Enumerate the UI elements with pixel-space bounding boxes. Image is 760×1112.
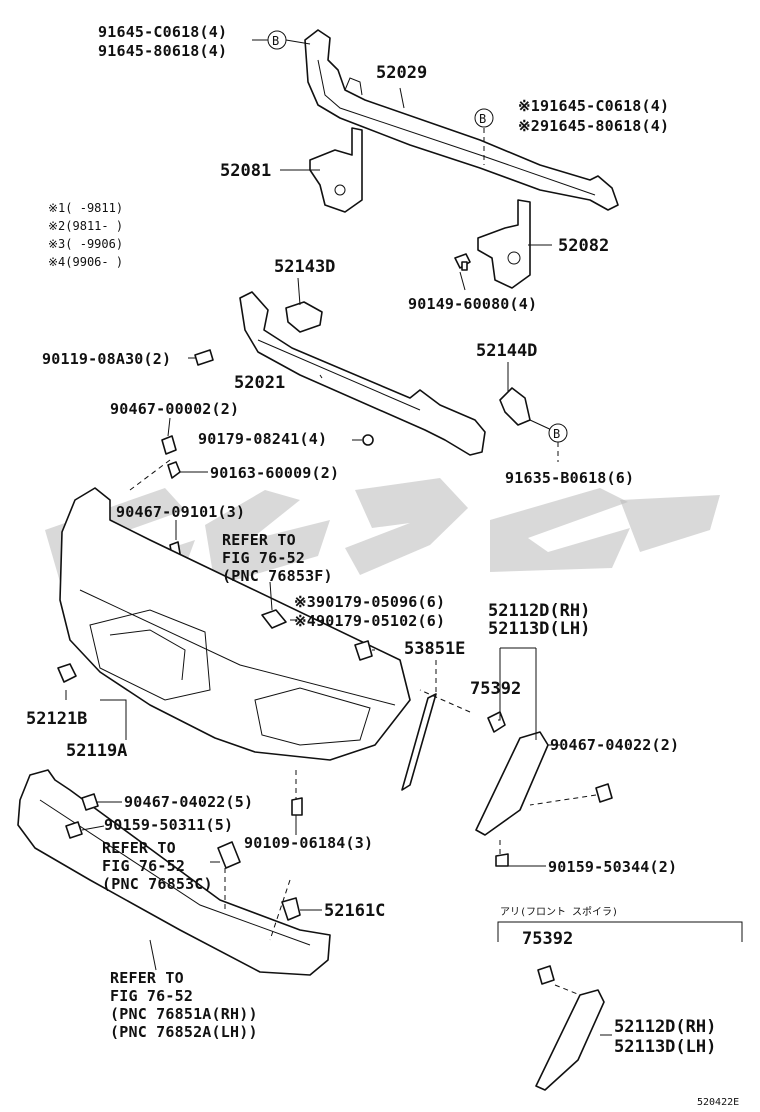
label-52113d-lh-top: 52113D(LH)	[488, 619, 590, 639]
label-refer1-a: REFER TO	[222, 531, 296, 549]
clip-52161c	[281, 897, 301, 921]
label-90467-00002: 90467-00002(2)	[110, 400, 239, 418]
label-refer2-a: REFER TO	[102, 839, 176, 857]
label-90119-08a30: 90119-08A30(2)	[42, 350, 171, 368]
bracket-52143d	[285, 301, 323, 333]
note-2: ※2(9811- )	[48, 219, 123, 233]
seal-53851e	[401, 693, 437, 791]
label-52121b: 52121B	[26, 709, 87, 729]
bolt-75392-bottom	[537, 965, 555, 985]
label-90467-09101: 90467-09101(3)	[116, 503, 245, 521]
label-90467-04022-left: 90467-04022(5)	[124, 793, 253, 811]
bracket-52082	[477, 199, 531, 289]
clip-90467-04022-left	[81, 793, 99, 811]
support-52029	[304, 29, 619, 211]
label-90159-50344: 90159-50344(2)	[548, 858, 677, 876]
bolt-90119	[194, 349, 214, 366]
spoiler-option-box	[497, 921, 743, 942]
label-refer3-c: (PNC 76851A(RH))	[110, 1005, 258, 1023]
label-53851e: 53851E	[404, 639, 465, 659]
trim-52112d-top	[475, 731, 549, 836]
marker-b-right-text: B	[553, 427, 560, 441]
clip-90467-04022-right	[595, 783, 613, 803]
label-refer3-a: REFER TO	[110, 969, 184, 987]
trim-52112d-bottom	[535, 989, 605, 1091]
bolt-90109-06184	[291, 797, 303, 816]
label-90179-08241: 90179-08241(4)	[198, 430, 327, 448]
clip-76853f	[261, 609, 287, 629]
screw-90159-50311	[65, 821, 83, 839]
bolt-75392-top	[487, 711, 506, 733]
clip-90467-00002	[161, 435, 177, 455]
label-m1-91645-c0618: ※191645-C0618(4)	[518, 97, 669, 115]
label-52112d-rh-bottom: 52112D(RH)	[614, 1017, 716, 1037]
bracket-52144d	[499, 387, 531, 426]
marker-b-mid-text: B	[479, 112, 486, 126]
label-52082: 52082	[558, 236, 609, 256]
nut-90179-05096	[354, 640, 373, 661]
part-labels: 91645-C0618(4) 91645-80618(4) 52029 ※191…	[26, 23, 739, 1108]
label-90163-60009: 90163-60009(2)	[210, 464, 339, 482]
nut-90179-08241	[362, 434, 374, 446]
marker-b-mid: B	[474, 108, 494, 128]
label-90467-04022-right: 90467-04022(2)	[550, 736, 679, 754]
label-refer1-b: FIG 76-52	[222, 549, 305, 567]
label-52112d-rh-top: 52112D(RH)	[488, 601, 590, 621]
label-75392-bottom: 75392	[522, 929, 573, 949]
marker-b-right: B	[548, 423, 568, 443]
lower-spoiler	[17, 769, 331, 976]
label-90159-50311: 90159-50311(5)	[104, 816, 233, 834]
reinforcement-52021	[239, 291, 486, 456]
bracket-52081	[309, 127, 363, 213]
cap-52121b	[57, 663, 77, 683]
bracket-76853c	[217, 841, 241, 869]
label-m3-90179-05096: ※390179-05096(6)	[294, 593, 445, 611]
label-52113d-lh-bottom: 52113D(LH)	[614, 1037, 716, 1057]
label-52119a: 52119A	[66, 741, 127, 761]
label-90109-06184: 90109-06184(3)	[244, 834, 373, 852]
figure-code: 520422E	[697, 1097, 739, 1108]
label-75392-top: 75392	[470, 679, 521, 699]
label-52144d: 52144D	[476, 341, 537, 361]
label-52161c: 52161C	[324, 901, 385, 921]
screw-90163	[167, 461, 181, 479]
leader-lines	[65, 39, 612, 1036]
marker-b-top-text: B	[272, 34, 279, 48]
label-52143d: 52143D	[274, 257, 335, 277]
label-52029: 52029	[376, 63, 427, 83]
note-4: ※4(9906- )	[48, 255, 123, 269]
label-m4-90179-05102: ※490179-05102(6)	[294, 612, 445, 630]
label-refer2-c: (PNC 76853C)	[102, 875, 213, 893]
label-refer3-d: (PNC 76852A(LH))	[110, 1023, 258, 1041]
label-91645-80618-top: 91645-80618(4)	[98, 42, 227, 60]
label-90149-60080: 90149-60080(4)	[408, 295, 537, 313]
label-refer1-c: (PNC 76853F)	[222, 567, 333, 585]
label-refer2-b: FIG 76-52	[102, 857, 185, 875]
note-3: ※3( -9906)	[48, 237, 123, 251]
screw-90159-50344	[495, 853, 509, 867]
label-52021: 52021	[234, 373, 285, 393]
bolt-90149	[454, 253, 471, 271]
label-52081: 52081	[220, 161, 271, 181]
label-refer3-b: FIG 76-52	[110, 987, 193, 1005]
note-1: ※1( -9811)	[48, 201, 123, 215]
label-m2-91645-80618: ※291645-80618(4)	[518, 117, 669, 135]
label-91635-b0618: 91635-B0618(6)	[505, 469, 634, 487]
label-spoiler-header: アリ(フロント スポイラ)	[500, 906, 618, 918]
bumper-cover-52119a	[59, 487, 411, 761]
marker-b-top: B	[267, 30, 287, 50]
label-91645-c0618-top: 91645-C0618(4)	[98, 23, 227, 41]
notes-block: ※1( -9811) ※2(9811- ) ※3( -9906) ※4(9906…	[48, 201, 123, 269]
